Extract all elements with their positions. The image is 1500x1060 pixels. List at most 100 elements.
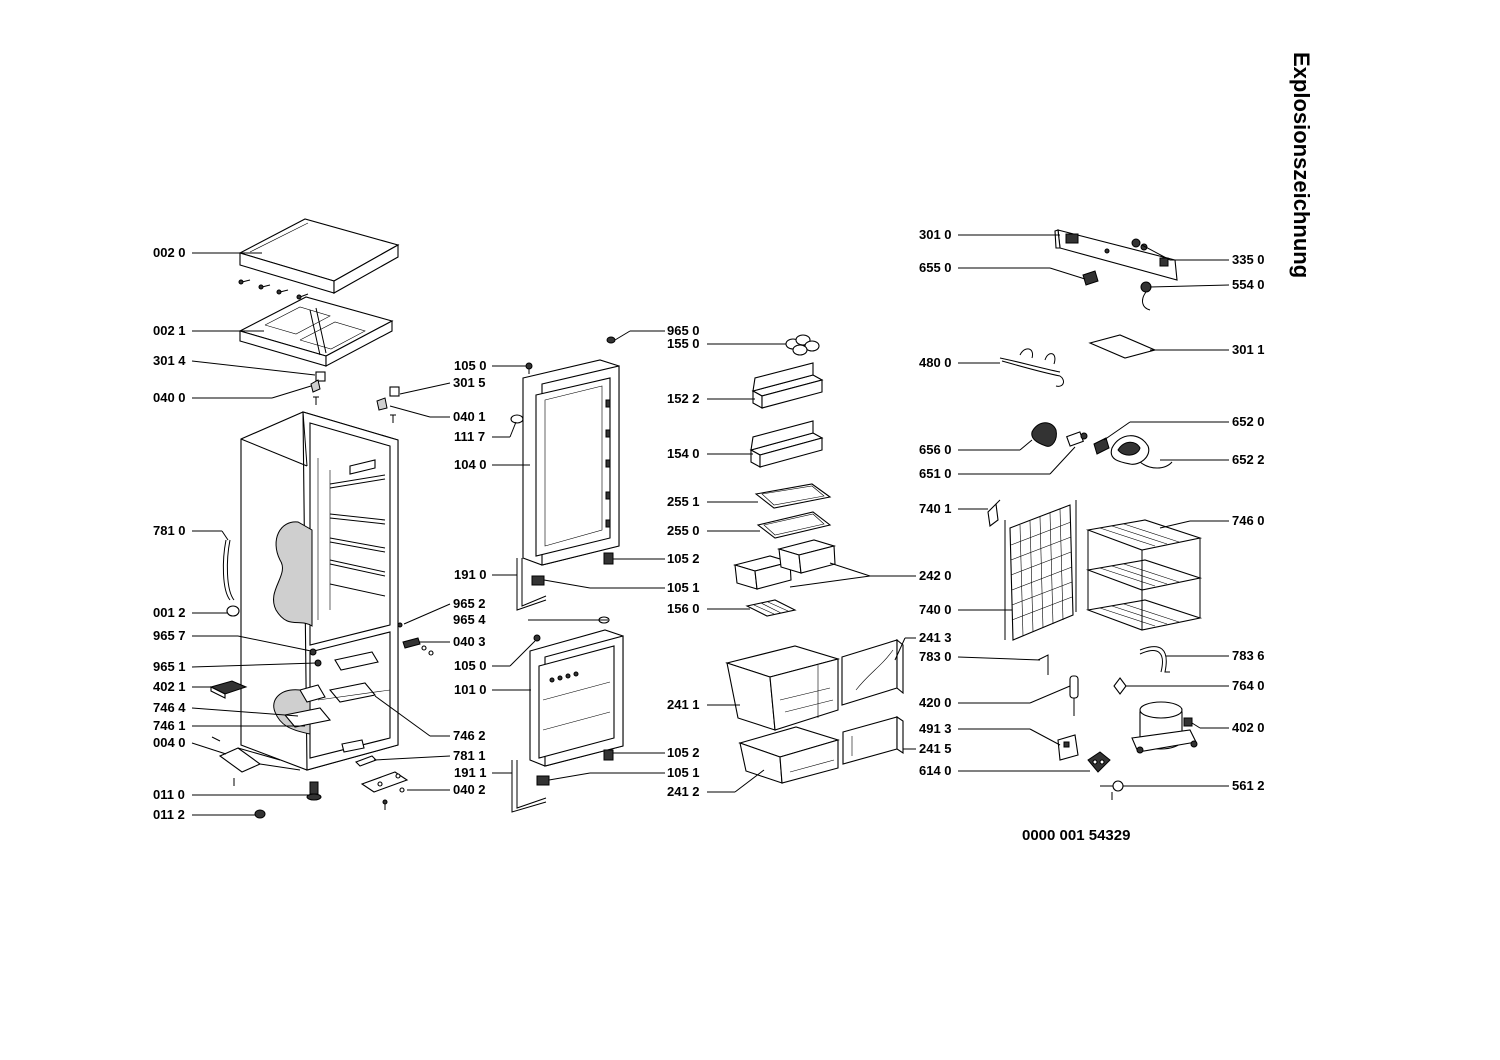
label-746-2: 746 2 [453,728,486,743]
label-101-0: 101 0 [454,682,487,697]
label-655-0: 655 0 [919,260,952,275]
label-301-0: 301 0 [919,227,952,242]
part-651-0 [1066,431,1088,447]
label-301-4: 301 4 [153,353,186,368]
label-104-0: 104 0 [454,457,487,472]
part-402-0 [1131,701,1198,754]
label-152-2: 152 2 [667,391,700,406]
part-480-0 [999,348,1064,387]
label-965-1: 965 1 [153,659,186,674]
part-255-1 [754,483,832,509]
part-301-0 [1054,229,1178,281]
label-965-0: 965 0 [667,323,700,338]
label-255-1: 255 1 [667,494,700,509]
part-105-2-lower [603,749,614,761]
label-241-1: 241 1 [667,697,700,712]
part-241-1 [725,645,841,731]
label-241-3: 241 3 [919,630,952,645]
part-040-3 [402,637,421,649]
part-652-0 [1093,437,1110,455]
part-154-0 [749,420,824,468]
label-111-7: 111 7 [454,429,485,444]
part-top-frame [238,296,394,367]
part-105-0-upper [525,362,533,370]
upper-door-group [510,336,620,611]
part-241-5 [842,715,904,765]
part-191-1 [511,760,547,813]
part-155-0 [785,334,820,356]
label-764-0: 764 0 [1232,678,1265,693]
part-656-0 [1031,422,1057,447]
part-965-0 [606,336,616,344]
part-965-7 [309,648,317,656]
label-614-0: 614 0 [919,763,952,778]
label-491-3: 491 3 [919,721,952,736]
label-004-0: 004 0 [153,735,186,750]
leader-lines [191,234,1230,816]
label-191-0: 191 0 [454,567,487,582]
part-561-2 [1100,780,1125,800]
label-105-1-upper: 105 1 [667,580,700,595]
label-156-0: 156 0 [667,601,700,616]
label-002-0: 002 0 [153,245,186,260]
part-011-2 [254,809,266,819]
label-105-2-upper: 105 2 [667,551,700,566]
label-105-0-upper: 105 0 [454,358,487,373]
part-152-2 [751,362,824,409]
part-156-0 [745,599,797,617]
part-242-0 [732,539,837,590]
part-420-0 [1069,675,1079,716]
label-651-0: 651 0 [919,466,952,481]
part-111-7 [510,414,524,424]
part-top-cover [238,218,400,294]
part-001-2 [226,605,240,617]
part-004-0 [218,747,262,773]
part-lower-door [529,629,624,767]
part-965-2 [397,622,403,628]
label-554-0: 554 0 [1232,277,1265,292]
label-335-0: 335 0 [1232,252,1265,267]
label-656-0: 656 0 [919,442,952,457]
label-011-0: 011 0 [153,787,185,802]
part-011-0 [309,781,319,795]
part-105-2-upper [603,552,614,565]
part-781-1 [355,755,377,767]
part-655-0 [1082,270,1099,286]
label-001-2: 001 2 [153,605,186,620]
part-764-0 [1113,677,1127,695]
label-420-0: 420 0 [919,695,952,710]
part-labels: 002 0 002 1 301 4 040 0 781 0 001 2 965 … [153,227,1265,822]
label-105-1-lower: 105 1 [667,765,700,780]
part-746-0 [1085,519,1203,631]
door-shelves-group [725,334,904,784]
label-965-4: 965 4 [453,612,486,627]
cooling-group [987,499,1203,800]
label-480-0: 480 0 [919,355,952,370]
label-255-0: 255 0 [667,523,700,538]
label-652-2: 652 2 [1232,452,1265,467]
label-301-1: 301 1 [1232,342,1265,357]
label-561-2: 561 2 [1232,778,1265,793]
part-301-4 [315,371,326,382]
part-cabinet-body [240,411,399,771]
label-040-1: 040 1 [453,409,486,424]
part-040-0 [310,379,321,393]
part-740-1 [987,502,999,527]
label-402-1: 402 1 [153,679,186,694]
part-105-1-lower [536,775,550,786]
label-011-2: 011 2 [153,807,185,822]
part-740-0 [1004,500,1077,641]
label-002-1: 002 1 [153,323,186,338]
label-965-2: 965 2 [453,596,486,611]
label-040-0: 040 0 [153,390,186,405]
label-402-0: 402 0 [1232,720,1265,735]
label-191-1: 191 1 [454,765,487,780]
label-040-3: 040 3 [453,634,486,649]
part-top-screws [238,279,309,300]
cabinet-group [209,218,610,819]
part-554-0 [1140,281,1152,311]
label-105-0-lower: 105 0 [454,658,487,673]
label-781-0: 781 0 [153,523,186,538]
part-105-0-lower [533,634,541,642]
